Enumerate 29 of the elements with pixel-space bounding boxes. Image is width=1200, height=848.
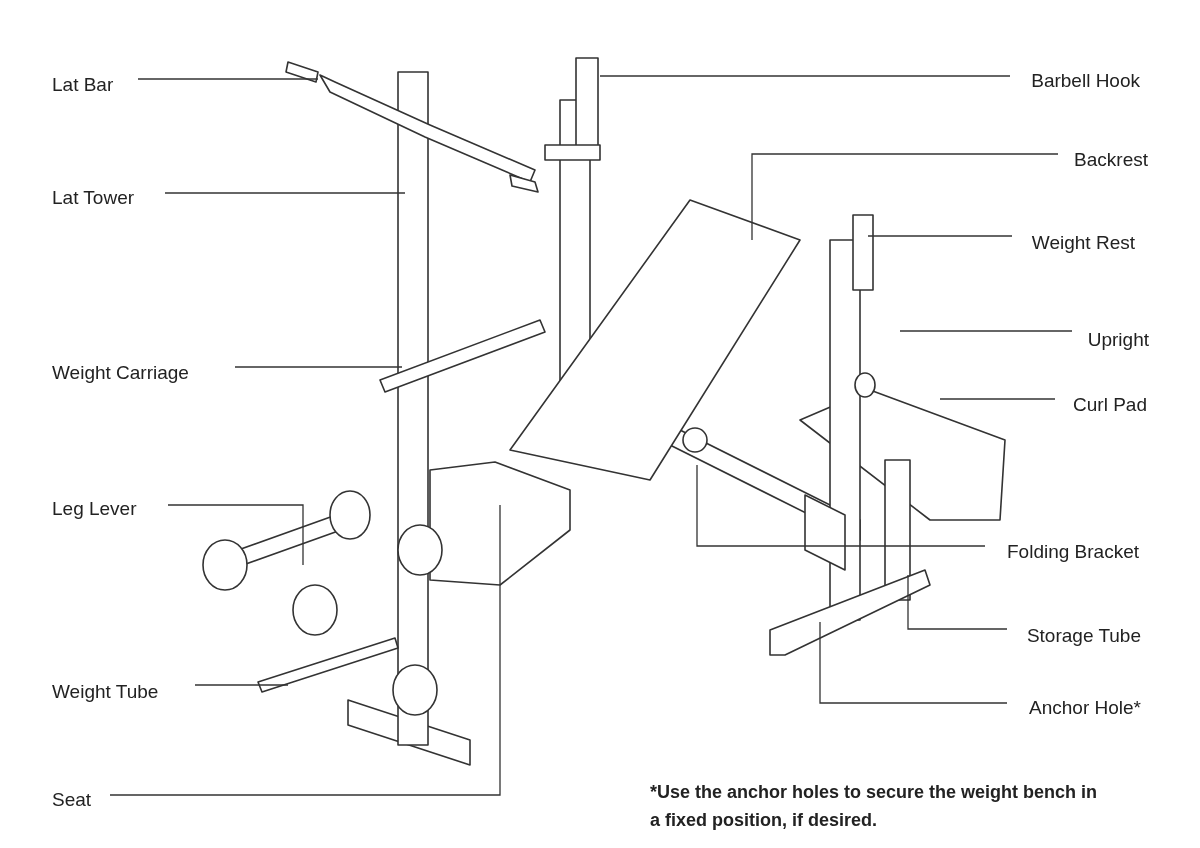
- leader-line: [751, 153, 1059, 241]
- leader-line: [867, 235, 1013, 237]
- part-label: Folding Bracket: [1007, 541, 1139, 563]
- part-label: Storage Tube: [1026, 625, 1141, 647]
- part-label: Barbell Hook: [1031, 70, 1140, 92]
- leader-line: [109, 504, 501, 796]
- footnote: *Use the anchor holes to secure the weight bench in a fixed position, if desired.: [650, 781, 1099, 832]
- part-label: Upright: [1087, 329, 1149, 351]
- leader-line: [234, 366, 403, 368]
- leader-line: [907, 574, 1008, 630]
- part-label: Weight Rest: [1031, 232, 1135, 254]
- leader-line: [194, 684, 289, 686]
- leader-line: [599, 75, 1011, 77]
- leader-line: [164, 192, 406, 194]
- part-label: Backrest: [1074, 149, 1148, 171]
- leader-line: [939, 398, 1056, 400]
- leader-line: [137, 78, 319, 80]
- part-label: Leg Lever: [52, 498, 137, 520]
- part-label: Curl Pad: [1073, 394, 1147, 416]
- part-label: Anchor Hole*: [1029, 697, 1141, 719]
- part-label: Weight Carriage: [52, 362, 189, 384]
- leader-line: [899, 330, 1073, 332]
- part-label: Weight Tube: [52, 681, 159, 703]
- part-label: Seat: [52, 789, 92, 811]
- leader-line: [819, 621, 1008, 704]
- leader-line: [696, 464, 986, 547]
- part-label: Lat Bar: [52, 74, 114, 96]
- part-label: Lat Tower: [52, 187, 135, 209]
- leader-line: [167, 504, 304, 566]
